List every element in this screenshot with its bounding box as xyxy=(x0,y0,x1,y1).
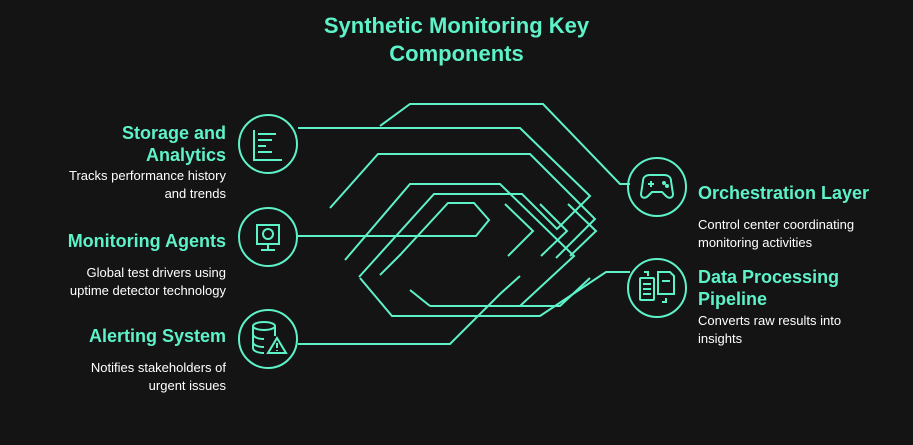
agents-title: Monitoring Agents xyxy=(67,231,226,251)
title-line-2: Components xyxy=(389,41,524,66)
agents-desc-line-1: Global test drivers using xyxy=(86,265,226,280)
document-transfer-icon xyxy=(639,271,675,303)
gamepad-icon xyxy=(639,174,675,199)
pipeline-description: Converts raw results into insights xyxy=(698,312,898,348)
bar-chart-icon xyxy=(253,130,282,161)
alerting-description: Notifies stakeholders of urgent issues xyxy=(30,359,226,395)
monitor-agent-icon xyxy=(256,224,280,251)
orchestration-connector-lower xyxy=(329,153,597,259)
alerting-desc-line-1: Notifies stakeholders of xyxy=(90,360,226,375)
orchestration-description: Control center coordinating monitoring a… xyxy=(698,216,898,252)
agents-connector xyxy=(298,202,491,276)
diagram-title: Synthetic Monitoring Key Components xyxy=(0,12,913,68)
alerting-title: Alerting System xyxy=(88,326,226,346)
orchestration-title: Orchestration Layer xyxy=(698,183,870,203)
storage-desc-line-1: Tracks performance history xyxy=(68,168,226,183)
agents-description: Global test drivers using uptime detecto… xyxy=(30,264,226,300)
storage-title-line-2: Analytics xyxy=(145,145,226,165)
orchestration-desc-line-1: Control center coordinating xyxy=(698,217,855,232)
storage-desc-line-2: and trends xyxy=(164,186,226,201)
orchestration-connector-upper xyxy=(379,103,630,185)
storage-description: Tracks performance history and trends xyxy=(30,167,226,203)
pipeline-title-line-1: Data Processing xyxy=(698,267,840,287)
storage-connector xyxy=(298,127,592,278)
chevron-3 xyxy=(567,203,598,257)
chevron-2 xyxy=(539,203,569,257)
pipeline-circle xyxy=(627,258,687,318)
orchestration-desc-line-2: monitoring activities xyxy=(698,235,813,250)
pipeline-connector-lower xyxy=(359,271,630,317)
pipeline-title: Data Processing Pipeline xyxy=(698,266,898,310)
alerting-desc-line-2: urgent issues xyxy=(148,378,226,393)
pipeline-desc-line-2: insights xyxy=(698,331,743,346)
pipeline-title-line-2: Pipeline xyxy=(698,289,768,309)
database-warning-icon xyxy=(252,321,288,354)
storage-title: Storage and Analytics xyxy=(40,122,226,166)
storage-title-line-1: Storage and xyxy=(121,123,226,143)
chevron-1 xyxy=(504,203,535,257)
agents-desc-line-2: uptime detector technology xyxy=(69,283,226,298)
title-line-1: Synthetic Monitoring Key xyxy=(323,13,590,38)
orchestration-circle xyxy=(627,157,687,217)
alerting-connector xyxy=(298,275,521,345)
agents-circle xyxy=(238,207,298,267)
storage-circle xyxy=(238,114,298,174)
alerting-circle xyxy=(238,309,298,369)
orchestration-branch xyxy=(344,183,576,307)
pipeline-desc-line-1: Converts raw results into xyxy=(698,313,842,328)
pipeline-connector xyxy=(409,277,591,307)
